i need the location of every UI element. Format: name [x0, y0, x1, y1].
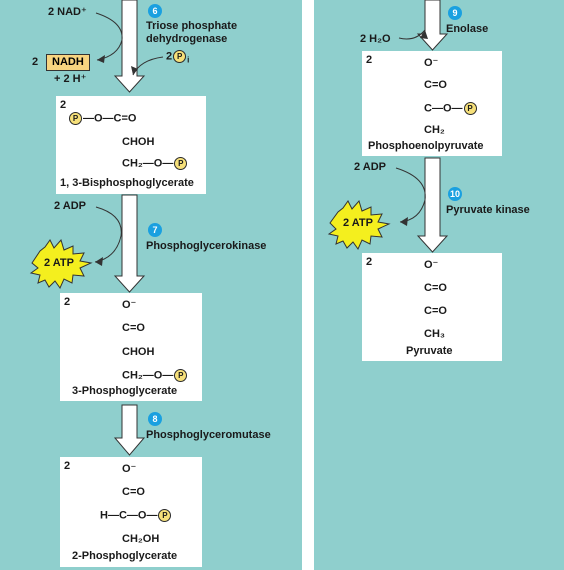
- molecule-4-line1: O⁻: [424, 57, 439, 69]
- molecule-4-line2: C=O: [424, 79, 447, 91]
- molecule-5-line4: CH₃: [424, 328, 445, 340]
- molecule-2-box: 2 O⁻ C=O CHOH CH₂—O—P 3-Phosphoglycerate: [60, 293, 202, 401]
- atp-label-2: 2 ATP: [343, 217, 373, 229]
- molecule-2-line4: CH₂—O—P: [122, 369, 188, 382]
- molecule-2-line4-text: CH₂—O—: [122, 369, 174, 382]
- step-6-enzyme-line1: Triose phosphate: [146, 20, 238, 32]
- molecule-1-line1-text: —O—C=O: [83, 112, 137, 125]
- molecule-4-name: Phosphoenolpyruvate: [368, 140, 484, 152]
- molecule-1-coefficient: 2: [60, 99, 67, 111]
- molecule-4-box: 2 O⁻ C=O C—O—P CH₂ Phosphoenolpyruvate: [362, 51, 502, 156]
- molecule-3-line3: H—C—O—P: [100, 509, 172, 522]
- molecule-4-line3: C—O—P: [424, 102, 478, 115]
- step-6-enzyme-line2: dehydrogenase: [146, 33, 228, 45]
- step-10-badge: 10: [448, 187, 462, 201]
- molecule-1-name: 1, 3-Bisphosphoglycerate: [60, 177, 194, 189]
- phosphate-icon: P: [463, 102, 477, 115]
- step-9-enzyme: Enolase: [446, 23, 489, 35]
- phosphate-icon: P: [174, 369, 188, 382]
- molecule-1-line1: P—O—C=O: [68, 112, 136, 125]
- phosphate-icon: P: [158, 509, 172, 522]
- nadh-coefficient: 2: [32, 56, 39, 68]
- phosphate-icon: P: [173, 50, 187, 63]
- nad-label: 2 NAD⁺: [48, 6, 87, 18]
- molecule-1-box: 2 P—O—C=O CHOH CH₂—O—P 1, 3-Bisphosphogl…: [56, 96, 206, 194]
- molecule-1-line3-text: CH₂—O—: [122, 157, 174, 170]
- molecule-3-line4: CH₂OH: [122, 533, 160, 545]
- molecule-2-line2: C=O: [122, 322, 145, 334]
- molecule-5-coefficient: 2: [366, 256, 373, 268]
- molecule-3-box: 2 O⁻ C=O H—C—O—P CH₂OH 2-Phosphoglycerat…: [60, 457, 202, 567]
- molecule-5-line1: O⁻: [424, 259, 439, 271]
- nadh-box: NADH: [46, 54, 90, 71]
- adp-label-1: 2 ADP: [54, 200, 86, 212]
- molecule-5-name: Pyruvate: [406, 345, 453, 357]
- phosphate-icon: P: [69, 112, 82, 125]
- step-7-enzyme: Phosphoglycerokinase: [146, 240, 267, 252]
- molecule-3-name: 2-Phosphoglycerate: [72, 550, 178, 562]
- molecule-2-coefficient: 2: [64, 296, 71, 308]
- step-7-badge: 7: [148, 223, 162, 237]
- atp-label-1: 2 ATP: [44, 257, 74, 269]
- step-6-badge: 6: [148, 4, 162, 18]
- step-10-enzyme: Pyruvate kinase: [446, 204, 530, 216]
- molecule-4-coefficient: 2: [366, 54, 373, 66]
- molecule-3-coefficient: 2: [64, 460, 71, 472]
- step-8-badge: 8: [148, 412, 162, 426]
- molecule-1-line3: CH₂—O—P: [122, 157, 188, 170]
- molecule-1-line2: CHOH: [122, 136, 155, 148]
- water-label: 2 H₂O: [360, 33, 391, 45]
- molecule-2-line3: CHOH: [122, 346, 155, 358]
- step-9-badge: 9: [448, 6, 462, 20]
- step-8-enzyme: Phosphoglyceromutase: [146, 429, 271, 441]
- molecule-3-line3-text: H—C—O—: [100, 509, 158, 522]
- pi-subscript: i: [187, 55, 190, 65]
- hydrogen-ion-label: + 2 H⁺: [54, 73, 87, 85]
- molecule-3-line2: C=O: [122, 486, 145, 498]
- molecule-5-box: 2 O⁻ C=O C=O CH₃ Pyruvate: [362, 253, 502, 361]
- pi-coefficient: 2: [166, 50, 173, 63]
- molecule-4-line3-text: C—O—: [424, 102, 463, 115]
- molecule-4-line4: CH₂: [424, 124, 445, 136]
- molecule-3-line1: O⁻: [122, 463, 137, 475]
- molecule-2-line1: O⁻: [122, 299, 137, 311]
- molecule-2-name: 3-Phosphoglycerate: [72, 385, 178, 397]
- molecule-5-line2: C=O: [424, 282, 447, 294]
- molecule-5-line3: C=O: [424, 305, 447, 317]
- adp-label-2: 2 ADP: [354, 161, 386, 173]
- phosphate-icon: P: [174, 157, 188, 170]
